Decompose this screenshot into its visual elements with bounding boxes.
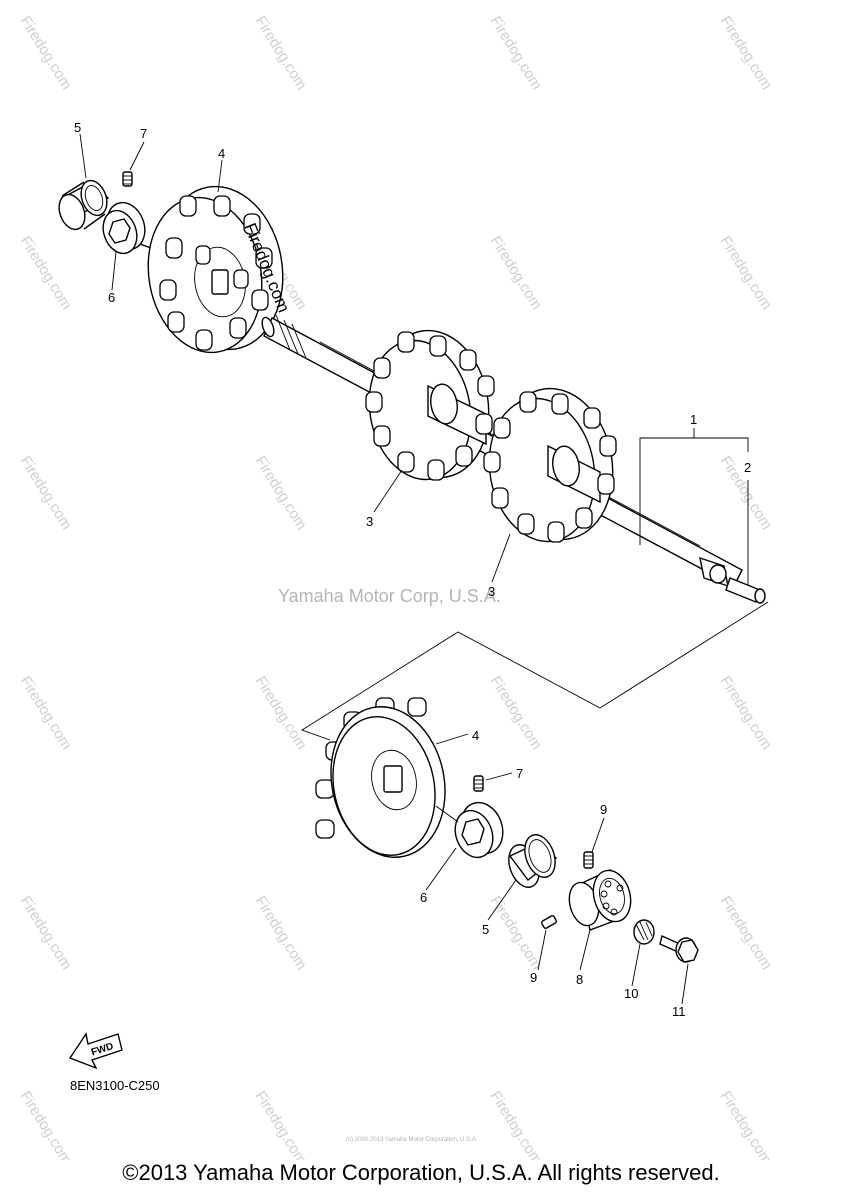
callout-bracket-1	[639, 428, 749, 586]
hex-collar-bottom	[435, 801, 504, 859]
watermark-text: Firedog.com	[717, 893, 776, 973]
watermark-text: Firedog.com	[487, 13, 546, 93]
knurled-collar	[633, 919, 655, 945]
callout-4-top: 4	[218, 146, 225, 161]
copyright-footer: ©2013 Yamaha Motor Corporation, U.S.A. A…	[122, 1160, 720, 1185]
assembly-link-lines	[300, 601, 769, 741]
watermark-text: Firedog.com	[252, 673, 311, 753]
watermark-text: Firedog.com	[717, 1088, 776, 1160]
watermark-text: Firedog.com	[252, 893, 311, 973]
set-screw-9-top	[583, 851, 594, 869]
diagram-part-code: 8EN3100-C250	[70, 1078, 160, 1093]
watermark-text: Firedog.com	[487, 1088, 546, 1160]
callout-1: 1	[690, 412, 697, 427]
set-screw-9-side	[540, 915, 558, 929]
callout-3-left: 3	[366, 514, 373, 529]
callout-5-top: 5	[74, 120, 81, 135]
exploded-view-drawing: Firedog.com Firedog.com Firedog.com Fire…	[17, 13, 776, 1160]
set-screw-bottom	[473, 772, 513, 792]
callout-6-bottom: 6	[420, 890, 427, 905]
callout-9-side: 9	[530, 970, 537, 985]
drive-sprocket-wheel-bottom	[315, 697, 446, 858]
watermark-text: Firedog.com	[17, 673, 76, 753]
watermark-text: Firedog.com	[252, 13, 311, 93]
callout-8: 8	[576, 972, 583, 987]
callout-2: 2	[744, 460, 751, 475]
callout-9-top: 9	[600, 802, 607, 817]
watermark-text: Firedog.com	[487, 893, 546, 973]
bushing-top	[58, 179, 110, 231]
callout-4-bottom: 4	[472, 728, 479, 743]
watermark-text: Firedog.com	[717, 13, 776, 93]
callout-leaders	[79, 133, 689, 1005]
callout-10: 10	[624, 986, 638, 1001]
callout-3-right: 3	[488, 584, 495, 599]
flange-bolt	[659, 935, 699, 963]
watermark-text: Firedog.com	[252, 1088, 311, 1160]
callout-7-top: 7	[140, 126, 147, 141]
forward-arrow-icon: FWD	[68, 1032, 123, 1070]
callout-11: 11	[672, 1004, 686, 1019]
callout-numbers: 5 7 4 6 1 2 3 3 4 7 6 5 9 9 8 10 11	[74, 120, 751, 1019]
center-watermark: Yamaha Motor Corp, U.S.A.	[278, 586, 501, 606]
callout-6-top: 6	[108, 290, 115, 305]
drive-sprocket-wheel-top	[147, 185, 284, 354]
set-screw-top	[122, 171, 133, 187]
small-copyright-notice: (c) 2000-2013 Yamaha Motor Corporation, …	[346, 1137, 478, 1143]
track-sprocket-left	[365, 329, 495, 481]
track-sprocket-right	[483, 387, 617, 543]
callout-5-bottom: 5	[482, 922, 489, 937]
watermark-text: Firedog.com	[17, 893, 76, 973]
watermark-text: Firedog.com	[252, 453, 311, 533]
hex-collar-top	[102, 201, 163, 255]
shaft-end-pin	[725, 577, 766, 604]
watermark-text: Firedog.com	[717, 673, 776, 753]
watermark-text: Firedog.com	[17, 1088, 76, 1160]
watermark-text: Firedog.com	[17, 13, 76, 93]
watermark-text: Firedog.com	[717, 233, 776, 313]
ball-bearing	[568, 869, 632, 931]
watermark-text: Firedog.com	[17, 453, 76, 533]
watermark-text: Firedog.com	[487, 233, 546, 313]
watermark-text: Firedog.com	[487, 673, 546, 753]
watermark-text: Firedog.com	[17, 233, 76, 313]
callout-7-bottom: 7	[516, 766, 523, 781]
bushing-bottom	[508, 834, 558, 888]
